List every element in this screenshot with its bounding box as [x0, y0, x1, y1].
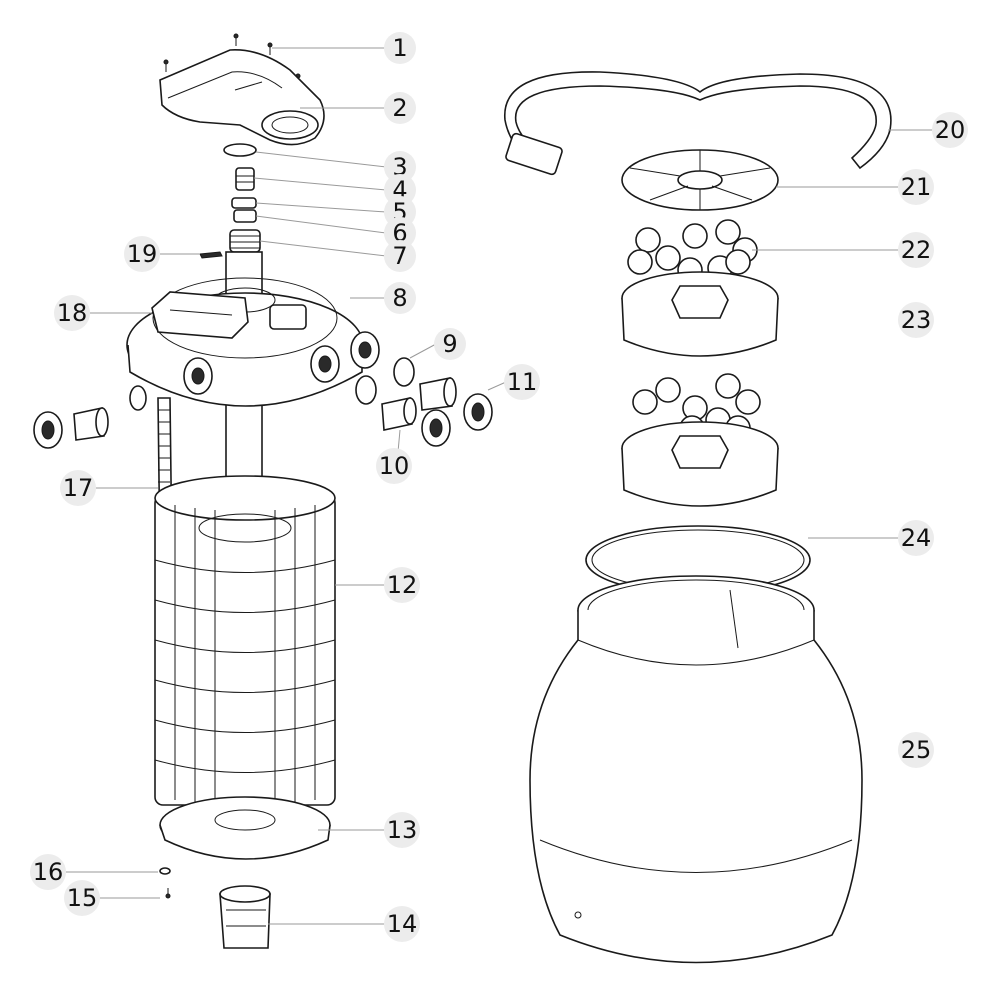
- part-21-grid-cover: [621, 149, 779, 211]
- part-13-base-plate: [159, 796, 331, 860]
- callout-3: 3: [384, 151, 416, 183]
- callout-8: 8: [384, 282, 416, 314]
- callout-11: 11: [504, 364, 540, 400]
- part-14-bottom-cap: [219, 885, 271, 949]
- callout-24: 24: [898, 520, 934, 556]
- part-2-top-cover: [159, 49, 325, 146]
- callout-label-3: 3: [392, 153, 407, 181]
- callout-label-1: 1: [392, 34, 407, 62]
- part-23-media-basket-top: [621, 271, 779, 357]
- callout-label-25: 25: [901, 736, 932, 764]
- part-11-nuts: [33, 393, 493, 449]
- callout-label-20: 20: [935, 116, 966, 144]
- callout-9: 9: [434, 328, 466, 360]
- callout-15: 15: [64, 880, 100, 916]
- callout-23: 23: [898, 302, 934, 338]
- callout-label-11: 11: [507, 368, 538, 396]
- part-25-container: [529, 575, 863, 964]
- callout-label-6: 6: [392, 219, 407, 247]
- callout-label-13: 13: [387, 816, 418, 844]
- part-20-clamp-ring: [504, 71, 892, 176]
- callout-label-12: 12: [387, 571, 418, 599]
- callout-17: 17: [60, 470, 96, 506]
- part-18-control-box: [151, 291, 249, 339]
- leader-lines: [64, 47, 932, 925]
- callout-label-18: 18: [57, 299, 88, 327]
- callout-7: 7: [384, 240, 416, 272]
- callout-label-2: 2: [392, 94, 407, 122]
- callout-label-19: 19: [127, 240, 158, 268]
- callout-label-14: 14: [387, 910, 418, 938]
- callout-label-16: 16: [33, 858, 64, 886]
- callout-1: 1: [384, 32, 416, 64]
- part-10-hose-tails: [73, 377, 457, 441]
- part-7-sleeve: [229, 229, 261, 253]
- callout-13: 13: [384, 812, 420, 848]
- callout-12: 12: [384, 567, 420, 603]
- part-3-o-ring: [223, 143, 257, 157]
- callout-19: 19: [124, 236, 160, 272]
- callout-label-8: 8: [392, 284, 407, 312]
- callout-label-24: 24: [901, 524, 932, 552]
- callout-label-9: 9: [442, 330, 457, 358]
- part-6-bushing: [233, 209, 257, 223]
- part-12-filter-sponges: [154, 475, 336, 808]
- callout-label-15: 15: [67, 884, 98, 912]
- callout-20: 20: [932, 112, 968, 148]
- part-23-media-basket-bottom: [621, 421, 779, 507]
- callout-label-21: 21: [901, 173, 932, 201]
- part-4-shaft-top: [235, 167, 255, 191]
- callout-10: 10: [376, 448, 412, 484]
- callout-25: 25: [898, 732, 934, 768]
- part-16-washer: [159, 867, 171, 875]
- callout-14: 14: [384, 906, 420, 942]
- callout-16: 16: [30, 854, 66, 890]
- callout-label-23: 23: [901, 306, 932, 334]
- callout-2: 2: [384, 92, 416, 124]
- part-15-screw: [165, 888, 171, 899]
- callout-22: 22: [898, 232, 934, 268]
- callout-21: 21: [898, 169, 934, 205]
- callout-label-10: 10: [379, 452, 410, 480]
- part-5-bushing: [231, 197, 257, 209]
- part-9-o-rings: [129, 357, 415, 411]
- callout-label-17: 17: [63, 474, 94, 502]
- callout-6: 6: [384, 217, 416, 249]
- callout-label-7: 7: [392, 242, 407, 270]
- callout-18: 18: [54, 295, 90, 331]
- part-19-label: [199, 251, 223, 259]
- callout-label-22: 22: [901, 236, 932, 264]
